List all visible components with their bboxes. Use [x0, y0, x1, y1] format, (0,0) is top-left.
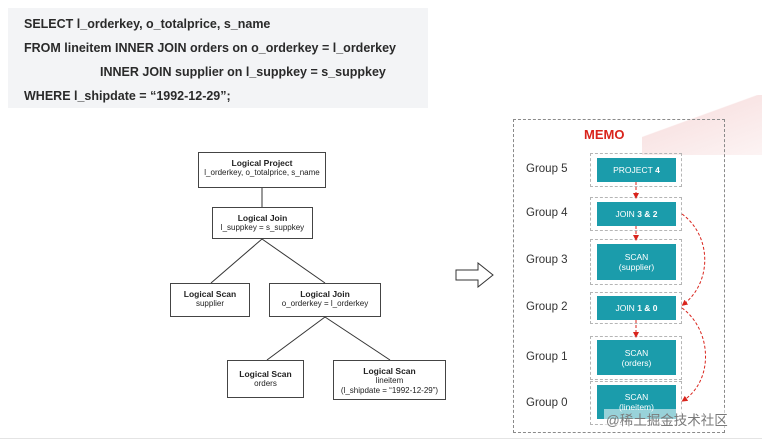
node-title: Logical Project [231, 158, 293, 168]
watermark: @稀土掘金技术社区 [604, 409, 730, 429]
expr-op: SCAN [624, 392, 649, 402]
memo-expr-scan-orders: SCAN (orders) [597, 340, 676, 375]
logical-scan-supplier-node: Logical Scan supplier [170, 283, 250, 317]
logical-scan-lineitem-node: Logical Scan lineitem (l_shipdate = “199… [333, 360, 446, 400]
memo-expr-join-bottom: JOIN 1 & 0 [597, 296, 676, 320]
node-detail: orders [254, 379, 277, 388]
group-label: Group 4 [526, 207, 568, 219]
node-detail: supplier [195, 299, 224, 308]
group-label: Group 0 [526, 397, 568, 409]
group-label: Group 5 [526, 163, 568, 175]
bottom-divider [0, 438, 762, 439]
edge-2-to-0 [681, 307, 706, 402]
sql-query-panel: SELECT l_orderkey, o_totalprice, s_name … [8, 8, 428, 108]
node-detail: o_orderkey = l_orderkey [281, 299, 369, 308]
expr-op: JOIN [615, 303, 635, 313]
node-detail-predicate: (l_shipdate = “1992-12-29”) [340, 386, 439, 395]
sql-join-line: INNER JOIN supplier on l_suppkey = s_sup… [100, 65, 386, 79]
hollow-right-arrow-icon [455, 262, 494, 288]
logical-join-bottom-node: Logical Join o_orderkey = l_orderkey [269, 283, 381, 317]
logical-scan-orders-node: Logical Scan orders [227, 360, 304, 398]
node-detail: lineitem [375, 376, 404, 385]
group-5-box [590, 153, 682, 187]
edge-4-to-2 [681, 213, 706, 306]
group-2-box [590, 292, 682, 324]
node-title: Logical Join [237, 213, 288, 223]
memo-expr-join-top: JOIN 3 & 2 [597, 202, 676, 226]
decorative-accent [642, 95, 762, 155]
node-title: Logical Scan [363, 366, 416, 376]
sql-from-line: FROM lineitem INNER JOIN orders on o_ord… [24, 41, 396, 55]
memo-expr-project: PROJECT 4 [597, 158, 676, 182]
group-label: Group 3 [526, 254, 568, 266]
memo-panel [513, 119, 725, 433]
expr-op: SCAN [624, 252, 649, 262]
group-label: Group 2 [526, 301, 568, 313]
node-title: Logical Join [300, 289, 350, 299]
memo-expr-scan-supplier: SCAN (supplier) [597, 244, 676, 280]
expr-table: (lineitem) [619, 402, 654, 412]
expr-children: 4 [655, 165, 660, 175]
logical-join-top-node: Logical Join l_suppkey = s_suppkey [212, 207, 313, 239]
expr-children: 1 & 0 [637, 303, 658, 313]
expr-table: (orders) [621, 357, 652, 368]
expr-table: (supplier) [618, 262, 655, 272]
expr-op: SCAN [624, 347, 649, 358]
node-detail: l_orderkey, o_totalprice, s_name [204, 168, 320, 177]
memo-title: MEMO [584, 127, 625, 142]
expr-op: PROJECT [613, 165, 653, 175]
logical-project-node: Logical Project l_orderkey, o_totalprice… [198, 152, 326, 188]
sql-where-line: WHERE l_shipdate = “1992-12-29”; [24, 89, 231, 103]
node-title: Logical Scan [239, 369, 292, 379]
node-detail: l_suppkey = s_suppkey [220, 223, 305, 232]
node-title: Logical Scan [183, 289, 237, 299]
sql-select-line: SELECT l_orderkey, o_totalprice, s_name [24, 17, 271, 31]
group-label: Group 1 [526, 351, 568, 363]
expr-op: JOIN [615, 209, 635, 219]
expr-children: 3 & 2 [637, 209, 658, 219]
